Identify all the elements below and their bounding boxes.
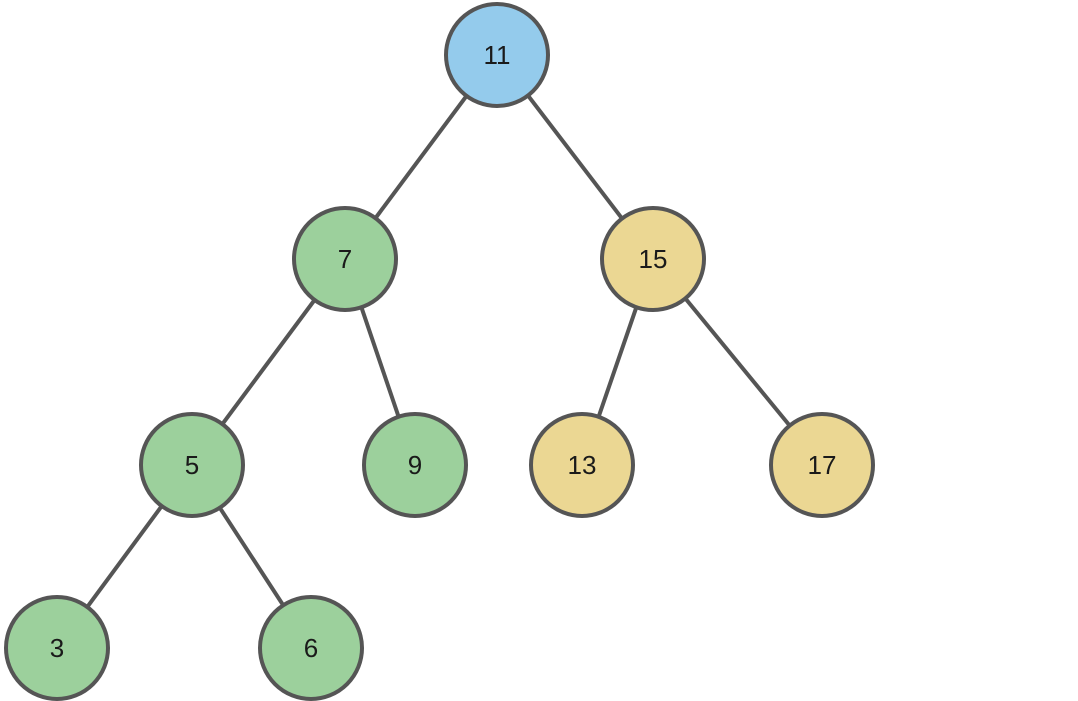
tree-node-label: 15 bbox=[639, 244, 668, 274]
tree-node-13[interactable]: 13 bbox=[529, 412, 635, 518]
tree-node-circle bbox=[292, 206, 398, 312]
tree-node-circle bbox=[444, 2, 550, 108]
tree-node-label: 6 bbox=[304, 633, 318, 663]
tree-node-11[interactable]: 11 bbox=[444, 2, 550, 108]
tree-node-circle bbox=[769, 412, 875, 518]
tree-node-circle bbox=[4, 595, 110, 701]
tree-node-15[interactable]: 15 bbox=[600, 206, 706, 312]
tree-node-5[interactable]: 5 bbox=[139, 412, 245, 518]
tree-node-circle bbox=[258, 595, 364, 701]
tree-node-label: 3 bbox=[50, 633, 64, 663]
tree-node-circle bbox=[529, 412, 635, 518]
tree-node-9[interactable]: 9 bbox=[362, 412, 468, 518]
tree-node-label: 7 bbox=[338, 244, 352, 274]
tree-node-circle bbox=[600, 206, 706, 312]
tree-node-label: 13 bbox=[568, 450, 597, 480]
tree-node-6[interactable]: 6 bbox=[258, 595, 364, 701]
tree-node-circle bbox=[139, 412, 245, 518]
tree-node-label: 9 bbox=[408, 450, 422, 480]
tree-node-label: 5 bbox=[185, 450, 199, 480]
tree-node-17[interactable]: 17 bbox=[769, 412, 875, 518]
tree-node-7[interactable]: 7 bbox=[292, 206, 398, 312]
tree-node-label: 11 bbox=[484, 40, 511, 70]
tree-node-label: 17 bbox=[808, 450, 837, 480]
tree-node-circle bbox=[362, 412, 468, 518]
tree-node-3[interactable]: 3 bbox=[4, 595, 110, 701]
